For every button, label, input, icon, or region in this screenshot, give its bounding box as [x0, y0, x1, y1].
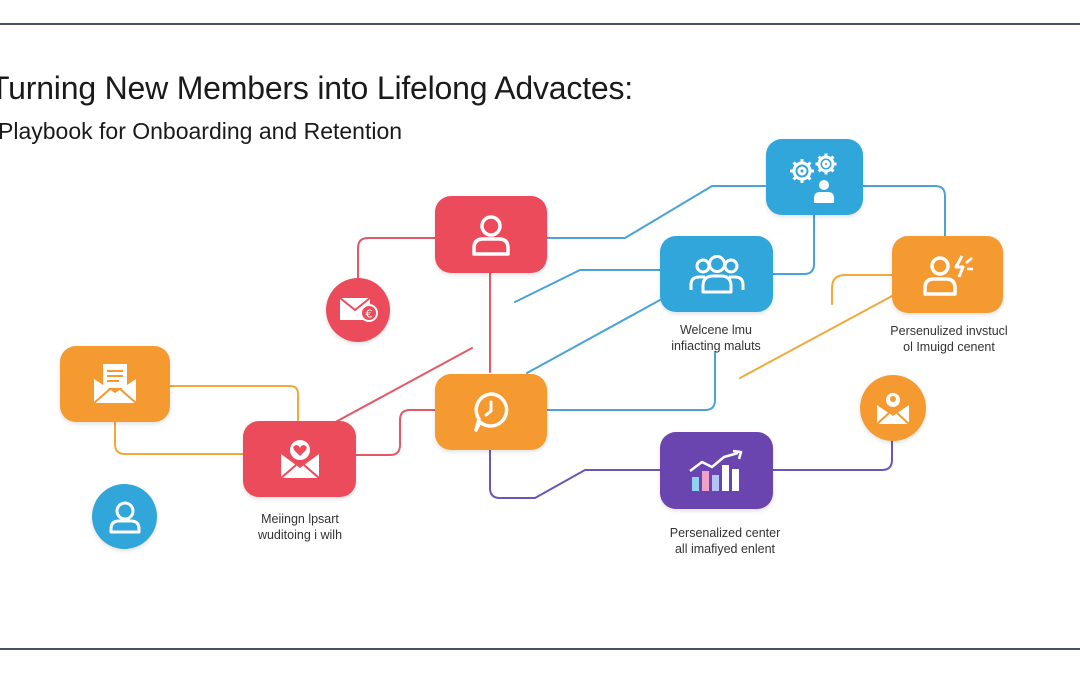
connector-orange-4	[739, 295, 893, 379]
connector-blue-6	[546, 351, 716, 411]
connector-blue-5	[526, 299, 661, 374]
caption-personalized-bottom-line1: Persenalized center	[669, 526, 781, 540]
connector-blue-2	[861, 185, 946, 238]
caption-personalized-bottom-line2: all imafiyed enlent	[674, 542, 776, 556]
node-mail-red-circle[interactable]: €	[326, 278, 390, 342]
envelope-person-icon	[876, 393, 910, 425]
svg-text:€: €	[366, 308, 373, 321]
node-mail-person-orange-circle[interactable]	[860, 375, 926, 441]
mail-badge-icon: €	[339, 297, 378, 322]
connector-purple-1	[489, 449, 661, 499]
node-gears-blue[interactable]	[766, 139, 863, 215]
caption-personalized-right-line2: ol Imuigd cenent	[903, 340, 995, 354]
node-group-blue[interactable]	[660, 236, 773, 312]
node-person-blue-circle[interactable]	[92, 484, 157, 549]
clock-icon	[474, 392, 509, 432]
connector-blue-1	[545, 185, 766, 239]
bottom-border	[0, 648, 1080, 650]
person-lightning-icon	[922, 254, 973, 296]
caption-welcome: Welcene lmu infiacting maluts	[650, 322, 782, 354]
caption-personalized-bottom: Persenalized center all imafiyed enlent	[650, 525, 800, 557]
group-icon	[689, 255, 744, 294]
person-icon	[109, 501, 140, 533]
connector-red-3	[329, 347, 473, 426]
caption-meeting-line2: wuditoing i wilh	[257, 528, 343, 542]
bar-chart-icon	[688, 449, 742, 491]
node-mail-heart-red[interactable]	[243, 421, 356, 497]
connector-orange-2	[114, 393, 244, 455]
caption-welcome-line1: Welcene lmu	[679, 323, 753, 337]
envelope-letter-icon	[93, 364, 137, 404]
caption-personalized-right-line1: Persenulized invstucl	[890, 324, 1008, 338]
node-mail-orange[interactable]	[60, 346, 170, 422]
node-chart-purple[interactable]	[660, 432, 773, 509]
gears-person-icon	[789, 153, 836, 203]
page-subtitle: Playbook for Onboarding and Retention	[0, 118, 403, 144]
caption-meeting-line1: Meiingn lpsart	[261, 512, 339, 526]
connector-red-1	[357, 237, 437, 283]
node-clock-orange[interactable]	[435, 374, 547, 450]
node-person-red[interactable]	[435, 196, 547, 273]
page-title: Turning New Members into Lifelong Advact…	[0, 70, 633, 106]
caption-personalized-right: Persenulized invstucl ol Imuigd cenent	[875, 323, 1023, 355]
connector-orange-3	[831, 274, 893, 305]
connector-red-4	[355, 409, 437, 456]
caption-meeting: Meiingn lpsart wuditoing i wilh	[235, 511, 365, 543]
caption-welcome-line2: infiacting maluts	[671, 339, 761, 353]
connector-blue-4	[514, 269, 661, 303]
node-person-lightning-orange[interactable]	[892, 236, 1003, 313]
envelope-heart-icon	[279, 440, 320, 479]
connector-orange-1	[169, 385, 299, 421]
connector-blue-3	[772, 214, 815, 275]
top-border	[0, 23, 1080, 25]
person-icon	[472, 214, 510, 256]
connector-purple-2	[772, 437, 893, 471]
